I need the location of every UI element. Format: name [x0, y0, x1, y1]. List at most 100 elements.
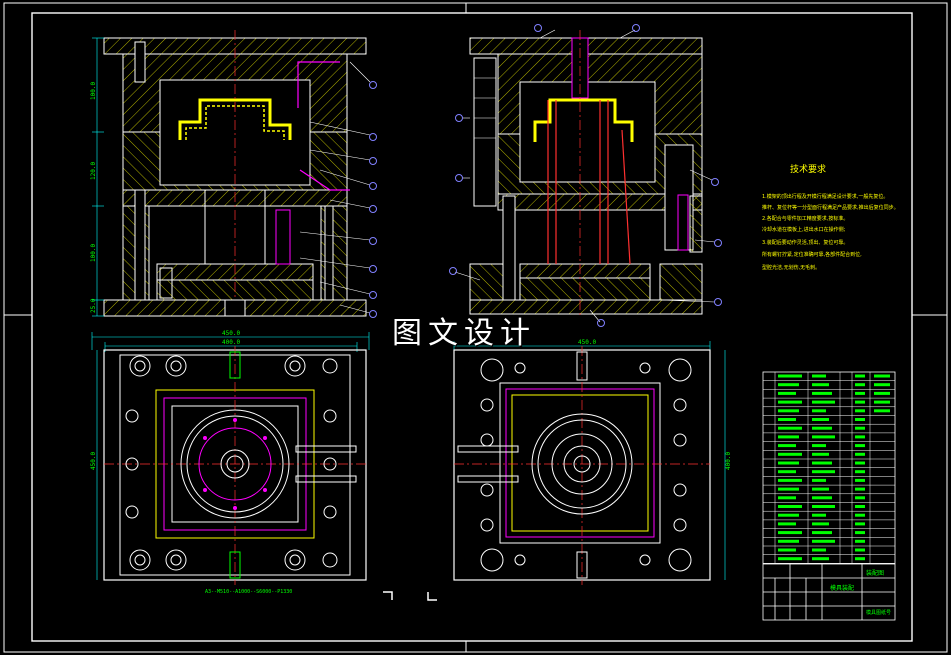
bom-cell-mark	[812, 418, 829, 421]
title-part-name: 模具装配	[830, 584, 854, 592]
bom-cell-mark	[778, 522, 796, 526]
dim-inner-width: 400.0	[222, 339, 240, 346]
bom-cell-mark	[855, 539, 865, 543]
bom-cell-mark	[778, 487, 799, 491]
bom-cell-mark	[812, 557, 829, 561]
section-view-left: 100.0 120.0 100.0 25.0	[90, 30, 377, 318]
bom-cell-mark	[812, 496, 832, 500]
tech-req-title: 技术要求	[790, 163, 826, 175]
bom-cell-mark	[778, 374, 802, 378]
bom-cell-mark	[778, 539, 799, 543]
bom-cell-mark	[812, 444, 826, 448]
bom-cell-mark	[778, 548, 796, 552]
bom-cell-mark	[855, 409, 865, 413]
bom-cell-mark	[855, 513, 865, 517]
dim-overall-width: 450.0	[222, 330, 240, 337]
bom-cell-mark	[855, 452, 865, 456]
dim-right-width: 450.0	[578, 339, 596, 346]
bom-cell-mark	[778, 452, 802, 456]
bom-cell-mark	[778, 409, 799, 413]
bom-cell-mark	[812, 374, 826, 378]
bom-cell-mark	[874, 409, 890, 413]
bom-cell-mark	[812, 400, 835, 404]
dim-vertical-3: 100.0	[90, 244, 97, 262]
bom-cell-mark	[778, 531, 802, 535]
dim-vertical-4: 25.0	[90, 298, 97, 313]
plan-view-right: 450.0 400.0	[453, 339, 732, 585]
bom-cell-mark	[812, 531, 832, 535]
bom-cell-mark	[812, 539, 835, 543]
bom-cell-mark	[855, 496, 865, 500]
bom-cell-mark	[778, 435, 799, 439]
tech-req-line: 1.模架的顶出行程及开模行程满足设计要求,一般先复位。	[762, 193, 888, 200]
part-balloons-right	[449, 24, 722, 327]
corner-bolts-right	[480, 358, 692, 572]
bom-cell-mark	[855, 374, 865, 378]
tech-req-line: 3.装配后要动作灵活,顶出、复位可靠。	[762, 239, 848, 246]
bom-cell-mark	[778, 383, 799, 387]
dim-vertical-1: 100.0	[90, 82, 97, 100]
bom-cell-mark	[812, 409, 826, 413]
technical-requirements: 技术要求 1.模架的顶出行程及开模行程满足设计要求,一般先复位。 推杆、复位杆等…	[762, 163, 899, 271]
bom-cell-mark	[812, 383, 829, 387]
bom-cell-mark	[778, 513, 799, 517]
bom-cell-mark	[855, 548, 865, 552]
bom-cell-mark	[855, 531, 865, 535]
bottom-note: A3--M510--A1000--S6000--P1330	[205, 589, 292, 595]
watermark-text: 图文设计	[392, 316, 536, 351]
bom-cell-mark	[778, 478, 802, 482]
dim-vertical-2: 120.0	[90, 162, 97, 180]
bom-cell-mark	[812, 513, 826, 517]
bom-cell-mark	[855, 426, 865, 430]
section-markers	[383, 591, 437, 601]
title-drawing-label: 装配图	[866, 569, 884, 577]
bom-cell-mark	[874, 374, 890, 378]
bom-cell-mark	[812, 461, 832, 465]
tech-req-line: 型腔光洁,无划伤,无毛刺。	[762, 264, 820, 271]
drawing-frame	[3, 2, 948, 653]
bom-cell-mark	[855, 435, 865, 439]
bill-of-materials	[762, 371, 896, 564]
bom-cell-mark	[855, 418, 865, 421]
bom-cell-mark	[778, 557, 802, 561]
bom-cell-mark	[778, 496, 796, 500]
tech-req-line: 2.各配合与零件加工精度要求,按标准。	[762, 215, 848, 222]
bom-cell-mark	[778, 426, 802, 430]
bom-cell-mark	[874, 400, 890, 404]
bom-cell-mark	[874, 383, 890, 387]
bom-cell-mark	[778, 444, 796, 448]
bom-cell-mark	[778, 400, 802, 404]
dim-height-right: 400.0	[725, 452, 732, 470]
bom-cell-mark	[812, 522, 829, 526]
part-balloons-left	[369, 81, 377, 318]
bom-cell-mark	[855, 557, 865, 561]
plan-view-left: 450.0 400.0 450.0	[90, 330, 370, 595]
bom-cell-mark	[812, 478, 826, 482]
tech-req-line: 推杆、复位杆等一分型面行程满足产品要求,推出后复位同步。	[762, 204, 899, 211]
bom-cell-mark	[812, 452, 829, 456]
bom-cell-mark	[812, 435, 835, 439]
bom-cell-mark	[778, 461, 799, 465]
bom-cell-mark	[778, 505, 802, 508]
tech-req-line: 所有螺钉拧紧,定位准确可靠,各部件配合到位,	[762, 251, 862, 258]
corner-bolts-left	[125, 355, 338, 571]
dim-height-left: 450.0	[90, 452, 97, 470]
bom-cell-mark	[855, 400, 865, 404]
bom-cell-mark	[812, 470, 835, 474]
bom-cell-mark	[855, 505, 865, 508]
bom-cell-mark	[855, 444, 865, 448]
section-view-right	[449, 24, 722, 327]
bom-cell-mark	[812, 426, 832, 430]
bom-cell-mark	[874, 391, 890, 395]
bom-cell-mark	[812, 487, 829, 491]
bom-cell-mark	[778, 470, 796, 474]
bom-cell-mark	[812, 548, 826, 552]
bom-cell-mark	[855, 383, 865, 387]
bom-cell-mark	[812, 505, 835, 508]
title-drawing-no: 模具图纸号	[866, 609, 891, 616]
bom-cell-mark	[855, 522, 865, 526]
bom-cell-mark	[778, 418, 796, 421]
bom-cell-mark	[855, 461, 865, 465]
tech-req-line: 冷却水道在模板上,进出水口在操作侧;	[762, 226, 846, 233]
